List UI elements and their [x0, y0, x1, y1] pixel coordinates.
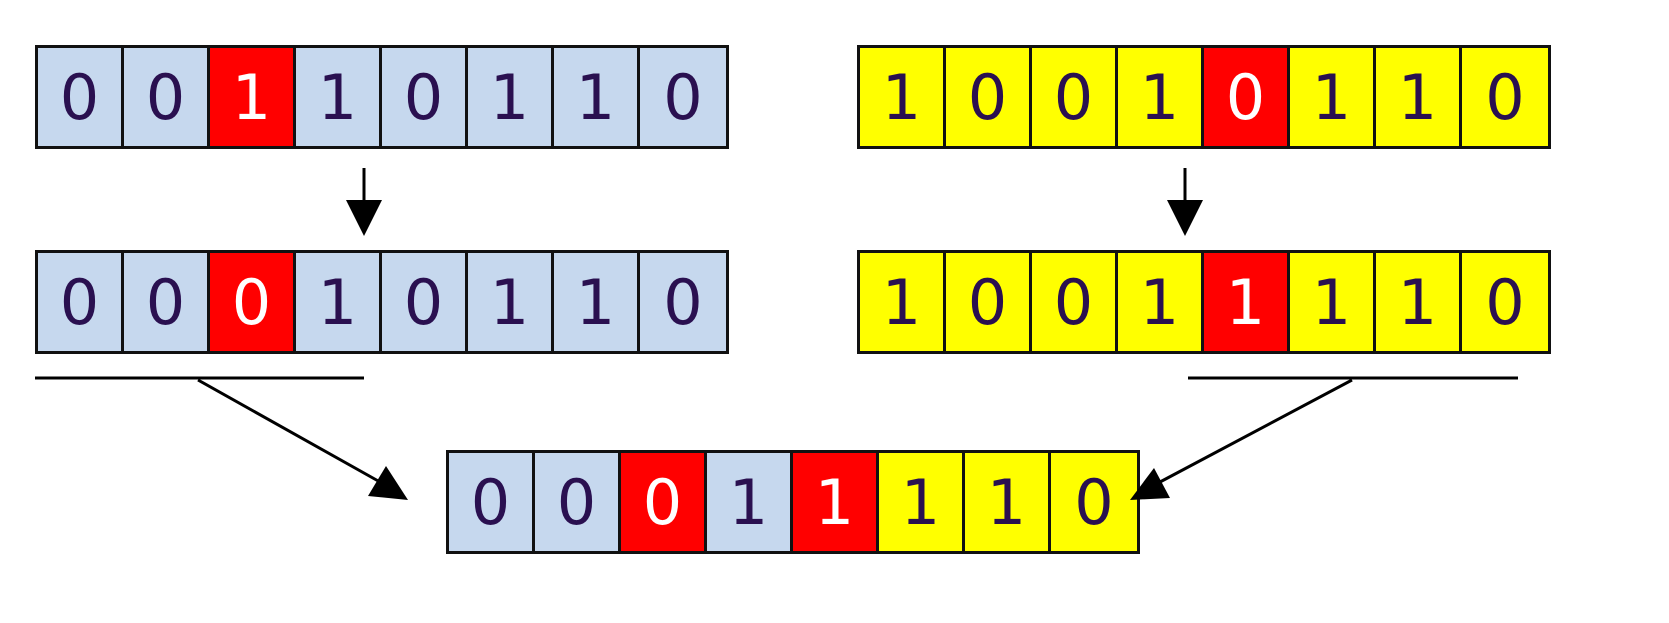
bit-cell: 0 [1032, 253, 1118, 351]
bit-cell: 1 [860, 253, 946, 351]
bit-cell: 0 [946, 253, 1032, 351]
bit-cell-mutated: 0 [621, 453, 707, 551]
bit-cell: 0 [124, 48, 210, 146]
bit-cell: 0 [38, 48, 124, 146]
bit-cell: 0 [1462, 48, 1548, 146]
crossover-arrow-b [1130, 378, 1353, 500]
bit-cell: 0 [1032, 48, 1118, 146]
bit-cell: 0 [449, 453, 535, 551]
bit-cell: 0 [38, 253, 124, 351]
bit-cell-mutated: 1 [210, 48, 296, 146]
bit-cell-mutated: 0 [1204, 48, 1290, 146]
bit-cell: 1 [707, 453, 793, 551]
bit-cell: 1 [879, 453, 965, 551]
bit-cell: 1 [554, 48, 640, 146]
bit-cell: 0 [1051, 453, 1137, 551]
bit-cell: 0 [382, 253, 468, 351]
bit-cell: 0 [535, 453, 621, 551]
bit-cell: 0 [382, 48, 468, 146]
bit-cell: 0 [640, 253, 726, 351]
bit-cell-mutated: 0 [210, 253, 296, 351]
crossover-arrow-a [197, 378, 408, 500]
bit-cell: 1 [296, 253, 382, 351]
bit-cell: 1 [1118, 48, 1204, 146]
bit-cell: 1 [1290, 253, 1376, 351]
bit-cell: 0 [640, 48, 726, 146]
mutation-arrow-b [1167, 168, 1203, 236]
mutation-arrow-a [346, 168, 382, 236]
bit-cell: 1 [554, 253, 640, 351]
bit-cell: 0 [1462, 253, 1548, 351]
bit-cell-mutated: 1 [1204, 253, 1290, 351]
bit-cell: 1 [1118, 253, 1204, 351]
bit-cell: 1 [965, 453, 1051, 551]
bit-cell: 1 [296, 48, 382, 146]
bit-cell: 1 [468, 48, 554, 146]
bit-cell: 1 [860, 48, 946, 146]
bit-cell: 1 [1376, 253, 1462, 351]
bit-cell: 0 [124, 253, 210, 351]
bit-cell: 1 [1376, 48, 1462, 146]
bit-cell: 0 [946, 48, 1032, 146]
bit-cell: 1 [1290, 48, 1376, 146]
bit-cell: 1 [468, 253, 554, 351]
bit-cell-mutated: 1 [793, 453, 879, 551]
